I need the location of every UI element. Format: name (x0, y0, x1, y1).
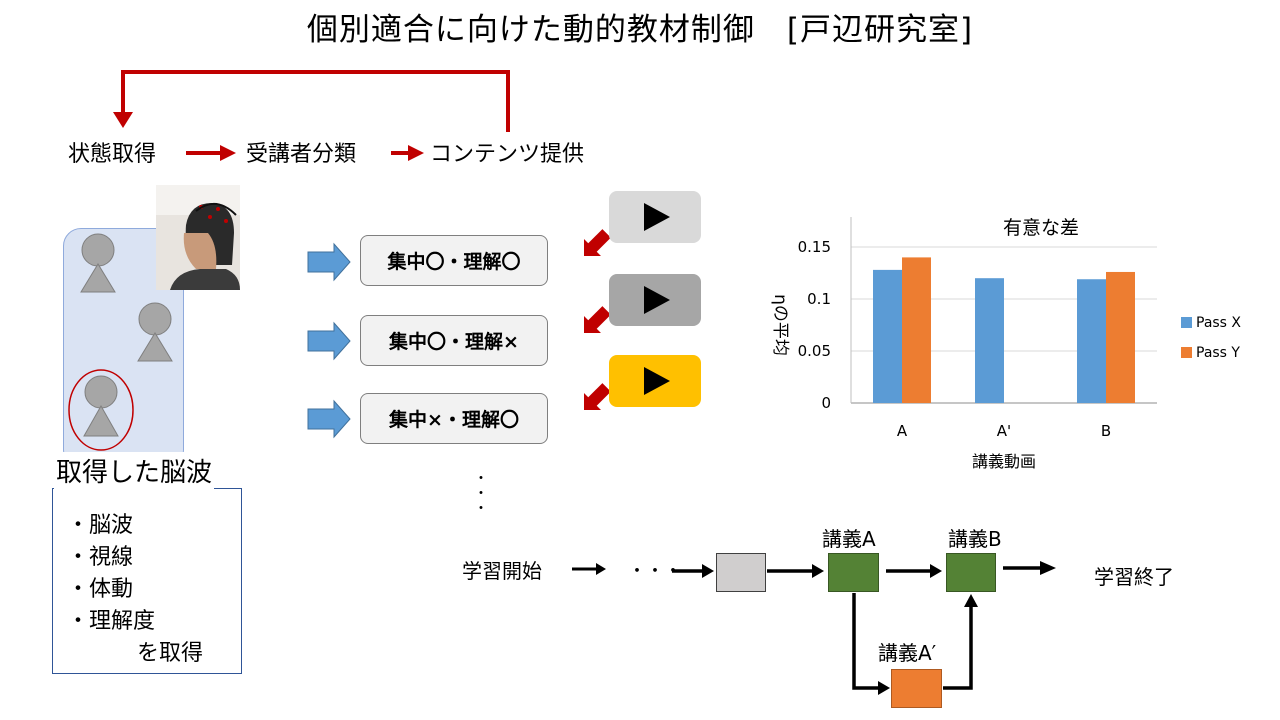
bar-pass-y-2 (1106, 271, 1135, 403)
legend-swatch-1 (1181, 347, 1192, 358)
red-arrow-3 (584, 383, 611, 410)
lf-arrow-a-to-aprime (852, 593, 880, 690)
note-item-eeg: ・脳波 (67, 513, 134, 538)
video-button-3[interactable] (609, 355, 701, 407)
x-tick-label: A' (997, 422, 1011, 440)
legend-label-1: Pass Y (1196, 345, 1240, 361)
feedback-loop-arrow (121, 70, 510, 132)
note-item-body-motion: ・体動 (67, 577, 134, 602)
legend-label-0: Pass X (1196, 315, 1241, 331)
lecture-a-node (828, 553, 879, 592)
state-box-1: 集中〇・理解〇 (360, 235, 548, 286)
vertical-ellipsis: ・ ・ ・ (474, 471, 488, 517)
y-axis-label: ηの平均 (770, 294, 790, 356)
note-suffix: を取得 (137, 641, 204, 666)
person-icon (83, 375, 119, 437)
y-tick-label: 0.05 (798, 342, 831, 360)
red-arrow-1 (584, 229, 611, 256)
lf-arrow-aprime-to-b (943, 605, 973, 690)
step-learner-classification: 受講者分類 (246, 142, 357, 167)
x-tick-label: B (1101, 422, 1111, 440)
lecture-b-node (946, 553, 996, 592)
eeg-photo (156, 185, 240, 290)
bar-pass-x-1 (975, 278, 1004, 403)
blue-arrow-1 (307, 242, 351, 282)
lecture-a-prime-label: 講義A′ (878, 641, 937, 665)
bar-chart: 有意な差 0 0.05 0.1 0.15A A' B 講義動画 ηの平均 Pass X Pass Y (770, 217, 1241, 471)
acquired-data-box: ・脳波 ・視線 ・体動 ・理解度 を取得 (52, 488, 242, 674)
play-icon (644, 367, 670, 395)
y-tick-label: 0 (821, 394, 831, 412)
bar-pass-x-2 (1077, 279, 1106, 403)
y-tick-label: 0.15 (798, 238, 831, 256)
selected-learner-highlight (68, 369, 134, 451)
learning-end-label: 学習終了 (1094, 565, 1174, 589)
play-icon (644, 286, 670, 314)
bar-pass-y-0 (902, 257, 931, 403)
lecture-b-label: 講義B (948, 527, 1002, 551)
video-button-1[interactable] (609, 191, 701, 243)
page-title: 個別適合に向けた動的教材制御 [戸辺研究室] (306, 12, 974, 48)
state-box-3: 集中×・理解〇 (360, 393, 548, 444)
feedback-loop-head (113, 112, 133, 128)
person-icon (137, 302, 173, 362)
bar-pass-x-0 (873, 269, 902, 403)
pre-lecture-node (716, 553, 766, 592)
note-item-understanding: ・理解度 (67, 609, 156, 634)
person-icon (80, 233, 116, 293)
play-icon (644, 203, 670, 231)
chart-title: 有意な差 (1003, 217, 1079, 239)
learning-ellipsis: ・・・ (628, 561, 682, 582)
learner-figures (68, 233, 173, 451)
red-arrow-2 (584, 306, 611, 333)
acquired-eeg-caption: 取得した脳波 (54, 452, 215, 489)
blue-arrow-3 (307, 399, 351, 439)
note-item-gaze: ・視線 (67, 545, 134, 570)
lecture-a-prime-node (891, 669, 942, 708)
x-tick-label: A (897, 422, 908, 440)
lecture-a-label: 講義A (822, 527, 876, 551)
state-box-2: 集中〇・理解× (360, 315, 548, 366)
step-content-delivery: コンテンツ提供 (430, 142, 585, 167)
x-axis-label: 講義動画 (972, 452, 1036, 471)
y-tick-label: 0.1 (807, 290, 831, 308)
video-button-2[interactable] (609, 274, 701, 326)
learning-start-label: 学習開始 (462, 559, 542, 583)
step-state-acquisition: 状態取得 (68, 142, 157, 167)
blue-arrow-2 (307, 321, 351, 361)
legend-swatch-0 (1181, 317, 1192, 328)
